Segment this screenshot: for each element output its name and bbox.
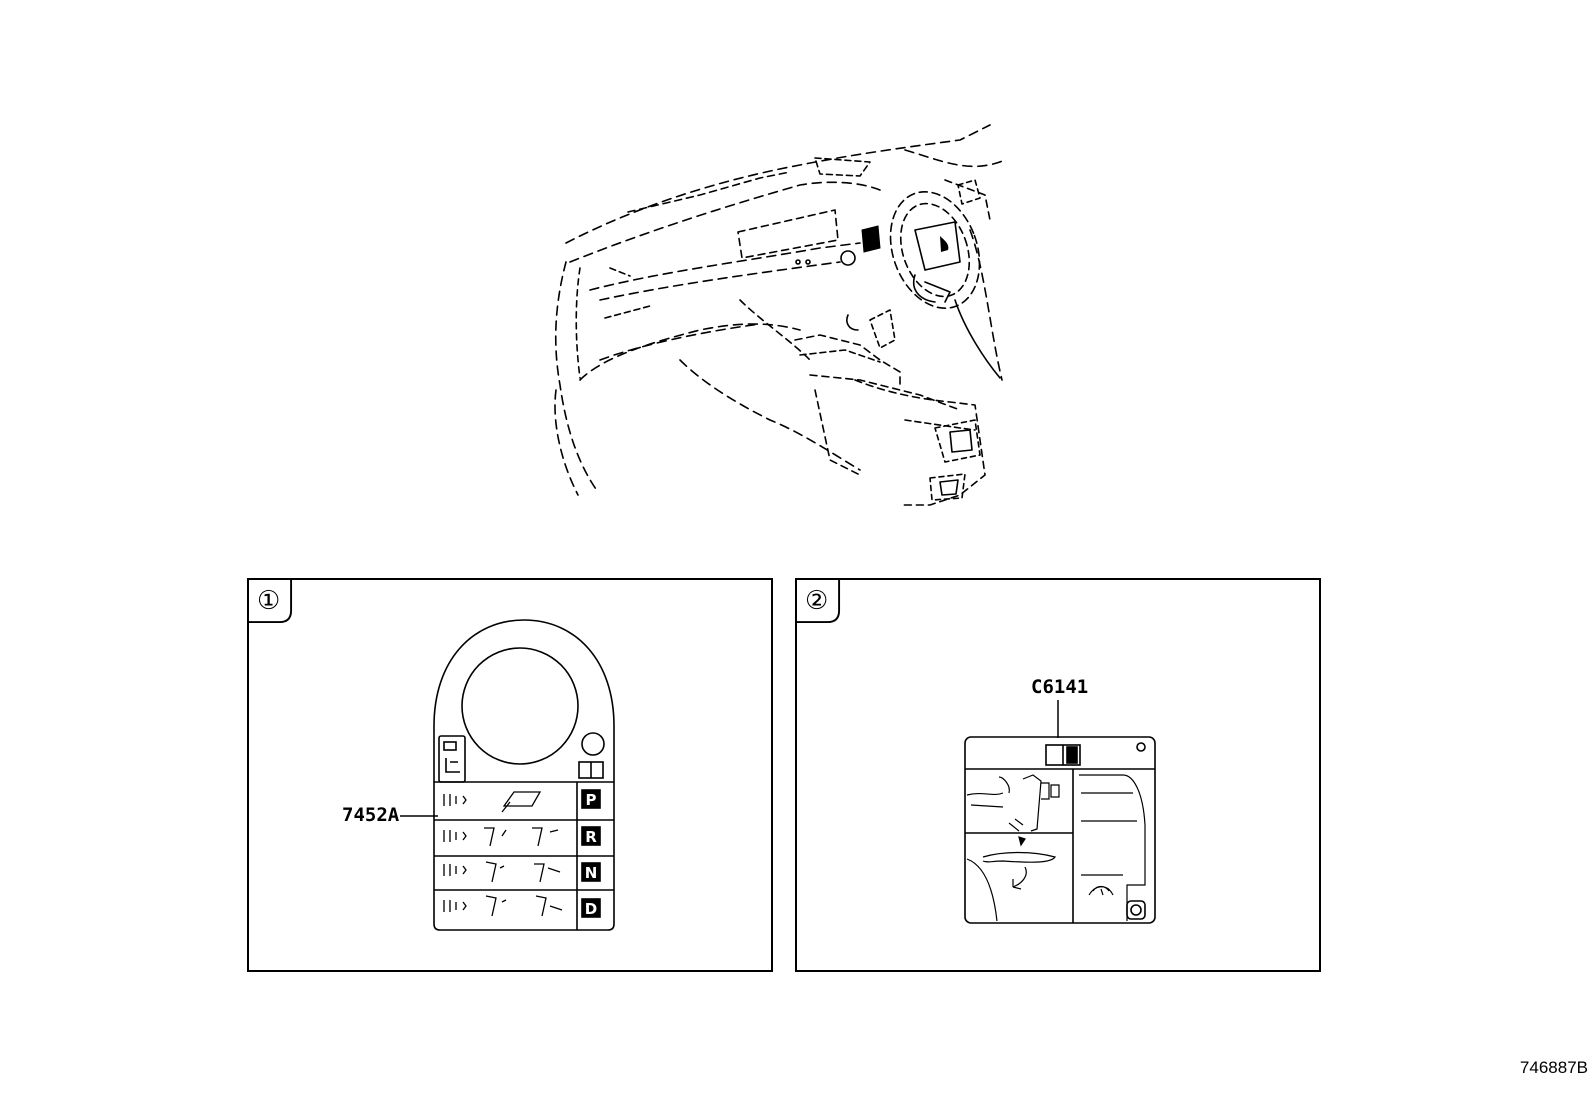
gear-letter-d: D (585, 900, 597, 918)
warning-label (964, 736, 1156, 924)
gear-letter-p: P (586, 791, 597, 809)
panel-1: ① (247, 578, 773, 972)
callout-7452a-leader (400, 815, 438, 817)
panel-2-tab (797, 580, 841, 624)
panel-1-tab (249, 580, 293, 624)
shift-pattern-label: P R N D (433, 619, 615, 931)
panel-2: ② C6141 (795, 578, 1321, 972)
panel-2-number: ② (805, 586, 829, 616)
callout-c6141-leader (1057, 700, 1059, 738)
dashboard-illustration (554, 124, 1006, 506)
gear-letter-n: N (585, 864, 598, 882)
document-id: 746887B (1519, 1058, 1588, 1077)
panel-1-number: ① (257, 586, 281, 616)
callout-7452a: 7452A (342, 804, 400, 826)
gear-letter-r: R (585, 828, 597, 846)
callout-c6141: C6141 (1031, 676, 1089, 698)
